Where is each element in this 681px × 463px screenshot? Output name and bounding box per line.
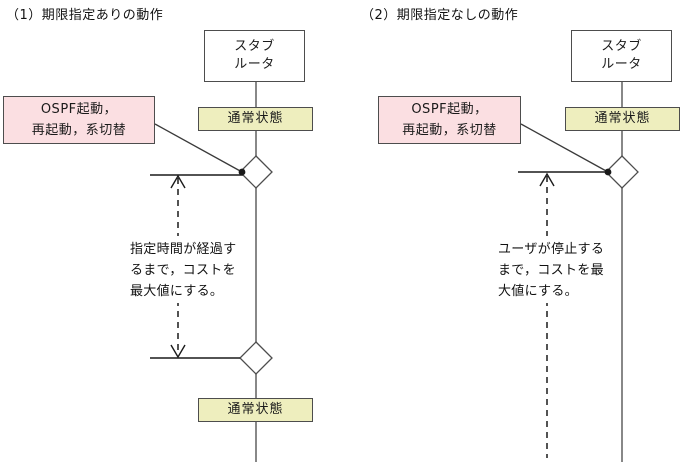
duration-arrowhead-up-left xyxy=(170,174,186,189)
panel-title-untimed: （2）期限指定なしの動作 xyxy=(361,8,519,23)
event-connector-endpoint-left xyxy=(238,168,246,176)
event-connector-left xyxy=(154,123,243,173)
state-normal-bottom-timed: 通常状態 xyxy=(198,398,313,422)
note-untimed: ユーザが停止する まで，コストを最 大値にする。 xyxy=(496,238,607,303)
state-normal-top-untimed: 通常状態 xyxy=(565,107,680,131)
stub-router-node-untimed: スタブ ルータ xyxy=(571,30,672,82)
note-timed: 指定時間が経過す るまで，コストを 最大値にする。 xyxy=(128,238,239,303)
state-normal-top-timed: 通常状態 xyxy=(198,107,313,131)
decision-diamond-left-top xyxy=(239,155,273,189)
duration-arrowhead-down-left xyxy=(170,344,186,359)
event-ospf-start-untimed: OSPF起動， 再起動，系切替 xyxy=(378,96,521,144)
event-connector-right xyxy=(520,123,609,173)
decision-diamond-right-top xyxy=(605,155,639,189)
event-ospf-start-timed: OSPF起動， 再起動，系切替 xyxy=(3,96,155,144)
decision-diamond-left-bottom xyxy=(239,341,273,375)
stub-router-node-timed: スタブ ルータ xyxy=(204,30,305,82)
duration-arrowhead-up-right xyxy=(539,172,555,187)
panel-title-timed: （1）期限指定ありの動作 xyxy=(6,8,164,23)
